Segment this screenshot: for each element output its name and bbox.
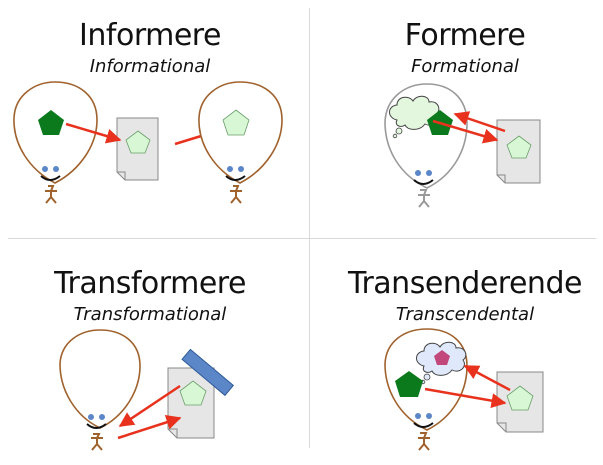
arrow-icon: [424, 387, 507, 409]
informational-illustration: [13, 81, 283, 204]
pentagon-icon: [38, 110, 64, 135]
page-icon: [496, 119, 541, 184]
page-icon: [116, 117, 159, 181]
panel-subtitle: Transformational: [73, 304, 227, 325]
panel-title: Informere: [79, 18, 221, 53]
panel-transcendental: Transenderende Transcendental: [315, 238, 603, 465]
formational-illustration: [384, 83, 541, 208]
arrow-icon: [463, 364, 511, 392]
arrow-icon: [453, 111, 506, 133]
panel-informational: Informere Informational: [0, 0, 300, 227]
panel-subtitle: Informational: [89, 56, 211, 77]
arrow-icon: [432, 119, 499, 144]
cloud-icon: [416, 341, 467, 385]
horizontal-divider: [8, 238, 596, 239]
transcendental-illustration: [384, 328, 544, 451]
panel-title: Formere: [404, 18, 526, 53]
head-icon: [59, 329, 141, 451]
arrow-icon: [117, 415, 182, 440]
pentagon-icon: [395, 371, 423, 397]
cloud-icon: [389, 95, 440, 139]
pentagon-icon: [222, 109, 250, 136]
head-icon: [198, 81, 283, 204]
vertical-divider: [309, 8, 310, 448]
panel-subtitle: Formational: [411, 56, 519, 77]
panel-formational: Formere Formational: [315, 0, 603, 227]
head-icon: [13, 81, 98, 204]
arrow-icon: [118, 384, 181, 428]
panel-subtitle: Transcendental: [395, 304, 535, 325]
page-icon: [496, 371, 544, 433]
panel-transformational: Transformere Transformational: [0, 238, 300, 465]
arrow-icon: [65, 122, 122, 144]
transformational-illustration: [59, 329, 235, 451]
panel-title: Transenderende: [348, 266, 582, 301]
panel-title: Transformere: [54, 266, 246, 301]
ruler-icon: [181, 348, 235, 397]
